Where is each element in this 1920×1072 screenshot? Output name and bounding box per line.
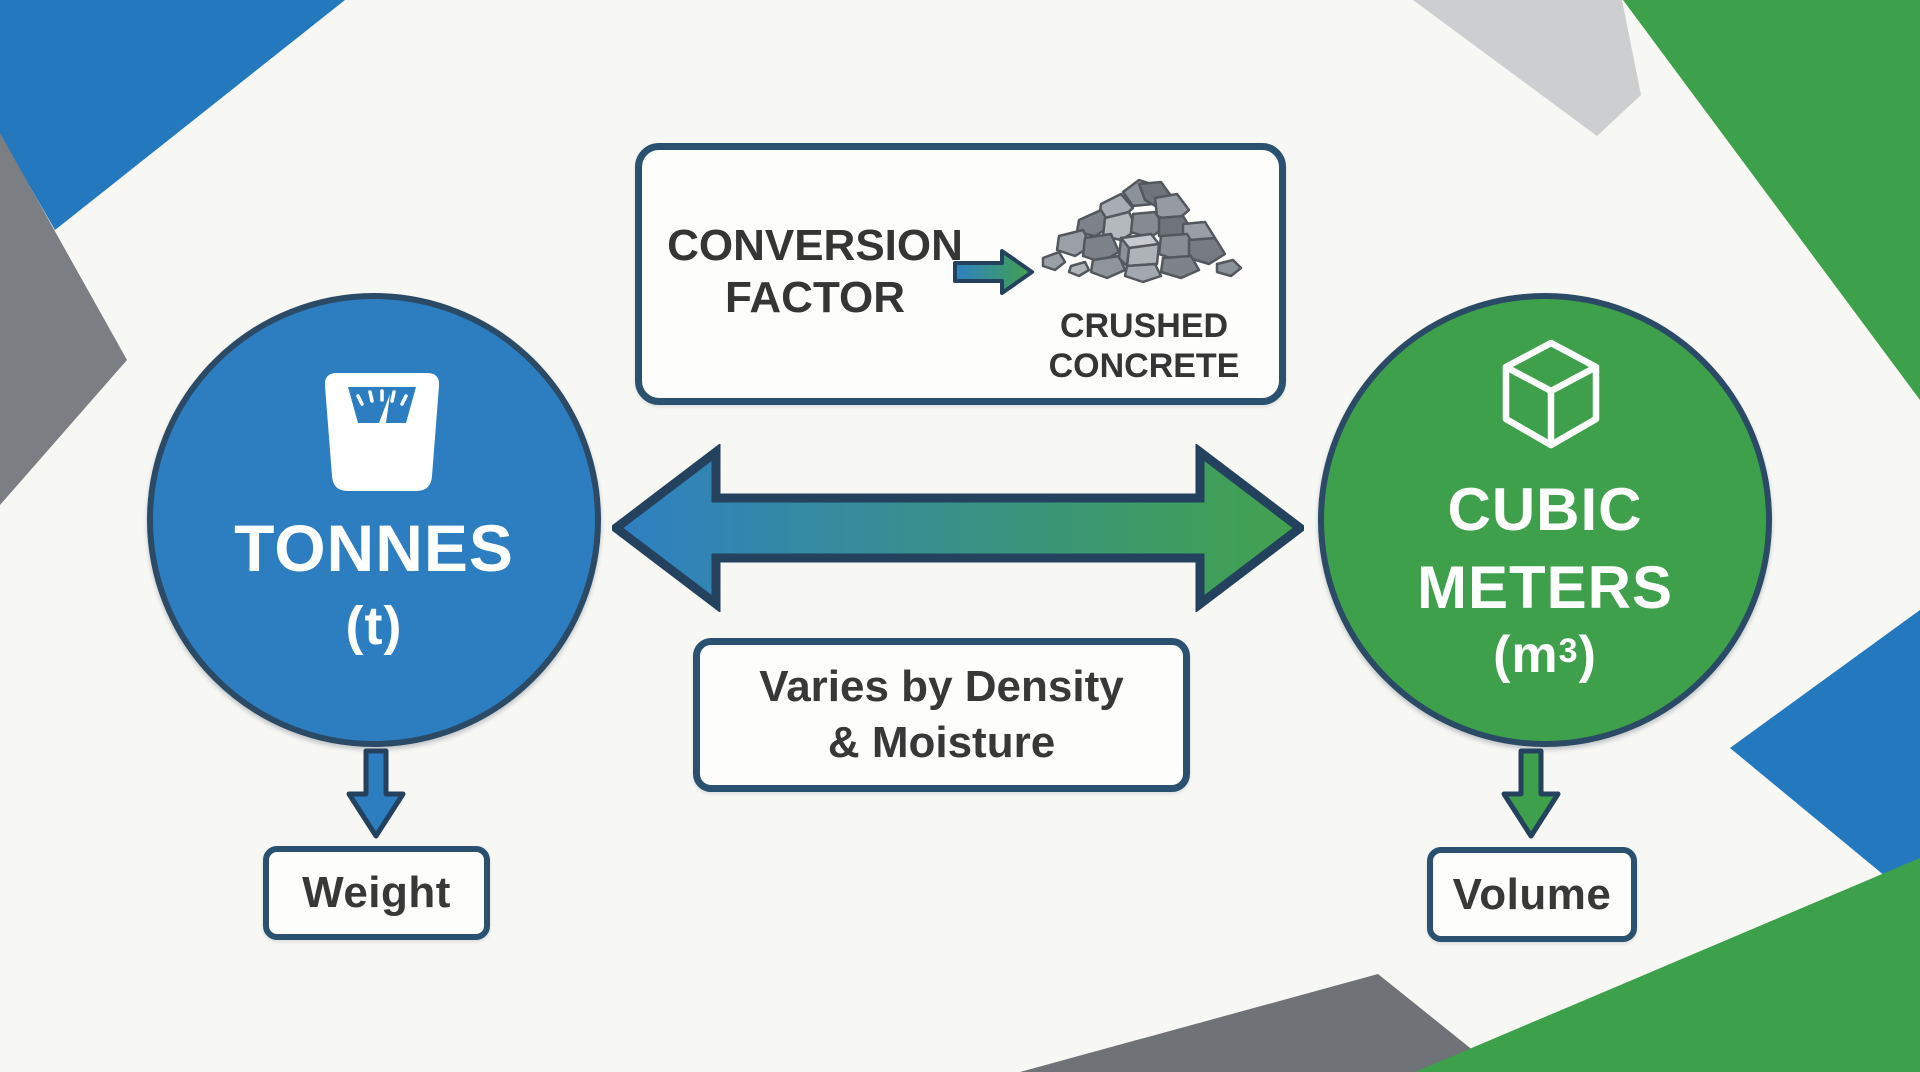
down-arrow-green-icon [1500,748,1562,840]
density-note-line1: Varies by Density [759,662,1124,711]
volume-box: Volume [1427,847,1637,942]
conversion-factor-title-line1: CONVERSION [667,221,963,270]
conversion-factor-box: CONVERSION FACTOR [635,143,1286,405]
tonnes-label: TONNES [234,511,514,585]
crushed-concrete-pile-icon [1035,170,1255,305]
conversion-factor-title-line2: FACTOR [724,273,906,322]
tonnes-unit: (t) [345,596,403,656]
double-headed-arrow-icon [608,442,1308,614]
cubic-meters-unit: (m3) [1493,626,1597,684]
conversion-factor-title: CONVERSION FACTOR [656,220,974,324]
volume-label: Volume [1452,869,1612,919]
gradient-right-arrow-icon [952,246,1036,298]
density-note-box: Varies by Density & Moisture [693,638,1190,792]
density-note-text: Varies by Density & Moisture [700,645,1183,785]
density-note-line2: & Moisture [827,718,1056,767]
cube-icon [1499,337,1603,455]
cubic-meters-circle: CUBIC METERS (m3) [1318,293,1772,747]
weight-label: Weight [302,868,451,917]
crushed-concrete-caption-line1: CRUSHED [1059,307,1229,345]
cubic-meters-label-line2: METERS [1416,554,1674,621]
down-arrow-blue-icon [345,748,407,840]
crushed-concrete-caption: CRUSHED CONCRETE [1035,306,1253,386]
crushed-concrete-caption-line2: CONCRETE [1048,347,1240,385]
cubic-meters-label-line1: CUBIC [1447,476,1643,543]
weighing-scale-icon [320,371,444,493]
weight-box: Weight [263,846,490,940]
tonnes-circle: TONNES (t) [147,293,601,747]
